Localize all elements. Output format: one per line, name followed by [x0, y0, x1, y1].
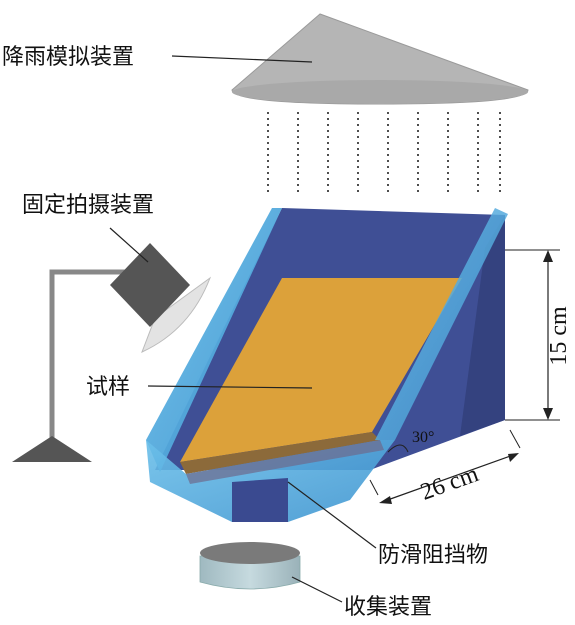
camera-body-icon	[110, 243, 190, 327]
drain-outlet	[232, 478, 288, 522]
rain-drops	[267, 112, 501, 196]
rain-simulator	[231, 13, 529, 105]
anti-slip-label: 防滑阻挡物	[378, 543, 488, 568]
box-right-glass	[375, 208, 508, 440]
stand-pole	[49, 269, 130, 440]
specimen	[180, 278, 462, 462]
length-label: 26 cm	[417, 461, 482, 506]
box-right-wall	[460, 215, 505, 436]
angle-label: 30°	[412, 429, 434, 446]
collector-label: 收集装置	[344, 595, 432, 620]
rain-leader	[171, 55, 313, 63]
camera-leader	[109, 227, 149, 263]
anti-slip-barrier	[180, 432, 380, 474]
specimen-leader	[147, 385, 313, 389]
stand-base	[12, 436, 92, 462]
camera-light	[141, 276, 212, 353]
anti-slip-band	[186, 440, 384, 484]
camera-label: 固定拍摄装置	[22, 193, 154, 218]
collector	[199, 542, 301, 590]
collector-top	[200, 542, 300, 564]
rain-simulator-label: 降雨模拟装置	[2, 45, 134, 70]
dimension-height: 15 cm	[505, 249, 572, 421]
anti-slip-leader	[287, 481, 377, 549]
specimen-label: 试样	[86, 375, 130, 400]
collector-body	[199, 555, 301, 590]
dimension-angle: 30°	[387, 429, 434, 453]
rain-simulator-base	[232, 80, 528, 104]
box-left-glass	[146, 208, 282, 472]
height-label: 15 cm	[546, 306, 572, 366]
camera-stand	[12, 227, 212, 462]
collector-leader	[291, 576, 343, 603]
experiment-box	[146, 208, 508, 522]
